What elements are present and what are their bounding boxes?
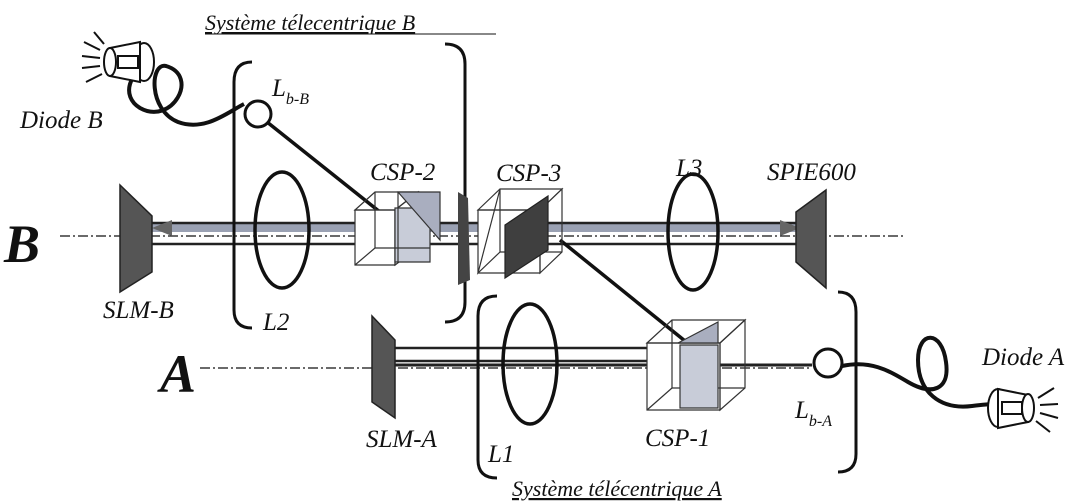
pinhole-lb-a [812,347,844,379]
bracket-telecentric-b [232,42,467,330]
lens-l2 [253,170,311,290]
lens-l3 [666,172,720,292]
slm-a-plate [371,314,396,420]
cube-csp3 [476,187,564,280]
label-diode-b: Diode B [19,107,103,134]
label-csp1: CSP-1 [645,425,710,452]
arrow-to-spie600 [780,220,800,236]
label-l1: L1 [487,441,514,468]
label-l2: L2 [262,309,289,336]
csp3-mirror [504,194,549,280]
bracket-telecentric-a [476,290,858,480]
title-telecentric-a: Système télécentrique A [512,476,722,501]
diode-b-icon [81,31,155,84]
cube-csp2 [353,190,441,267]
label-lb-b: Lb-B [271,75,309,108]
beam-csp3-to-csp1 [558,238,692,347]
label-l3: L3 [675,155,702,182]
label-csp3: CSP-3 [496,160,561,187]
spie600-plate [795,188,827,290]
title-telecentric-b: Système télecentrique B [205,10,415,35]
label-diode-a: Diode A [981,344,1065,371]
label-slm-b: SLM-B [103,297,174,324]
wave-plate [458,192,470,285]
diode-a-icon [987,387,1059,433]
lens-l1 [501,302,559,426]
label-lb-a: Lb-A [794,397,832,430]
arrow-to-slm-b [152,220,172,236]
axis-label-b: B [3,214,40,274]
beam-a [395,346,812,367]
label-slm-a: SLM-A [366,426,438,453]
fiber-a [841,335,997,409]
label-spie600: SPIE600 [767,159,856,186]
fiber-b [127,63,245,127]
axis-label-a: A [157,344,196,404]
pinhole-lb-b [243,99,273,129]
label-csp2: CSP-2 [370,159,435,186]
cube-csp1 [645,318,747,412]
slm-b-plate [119,183,153,294]
beam-b [150,220,800,246]
